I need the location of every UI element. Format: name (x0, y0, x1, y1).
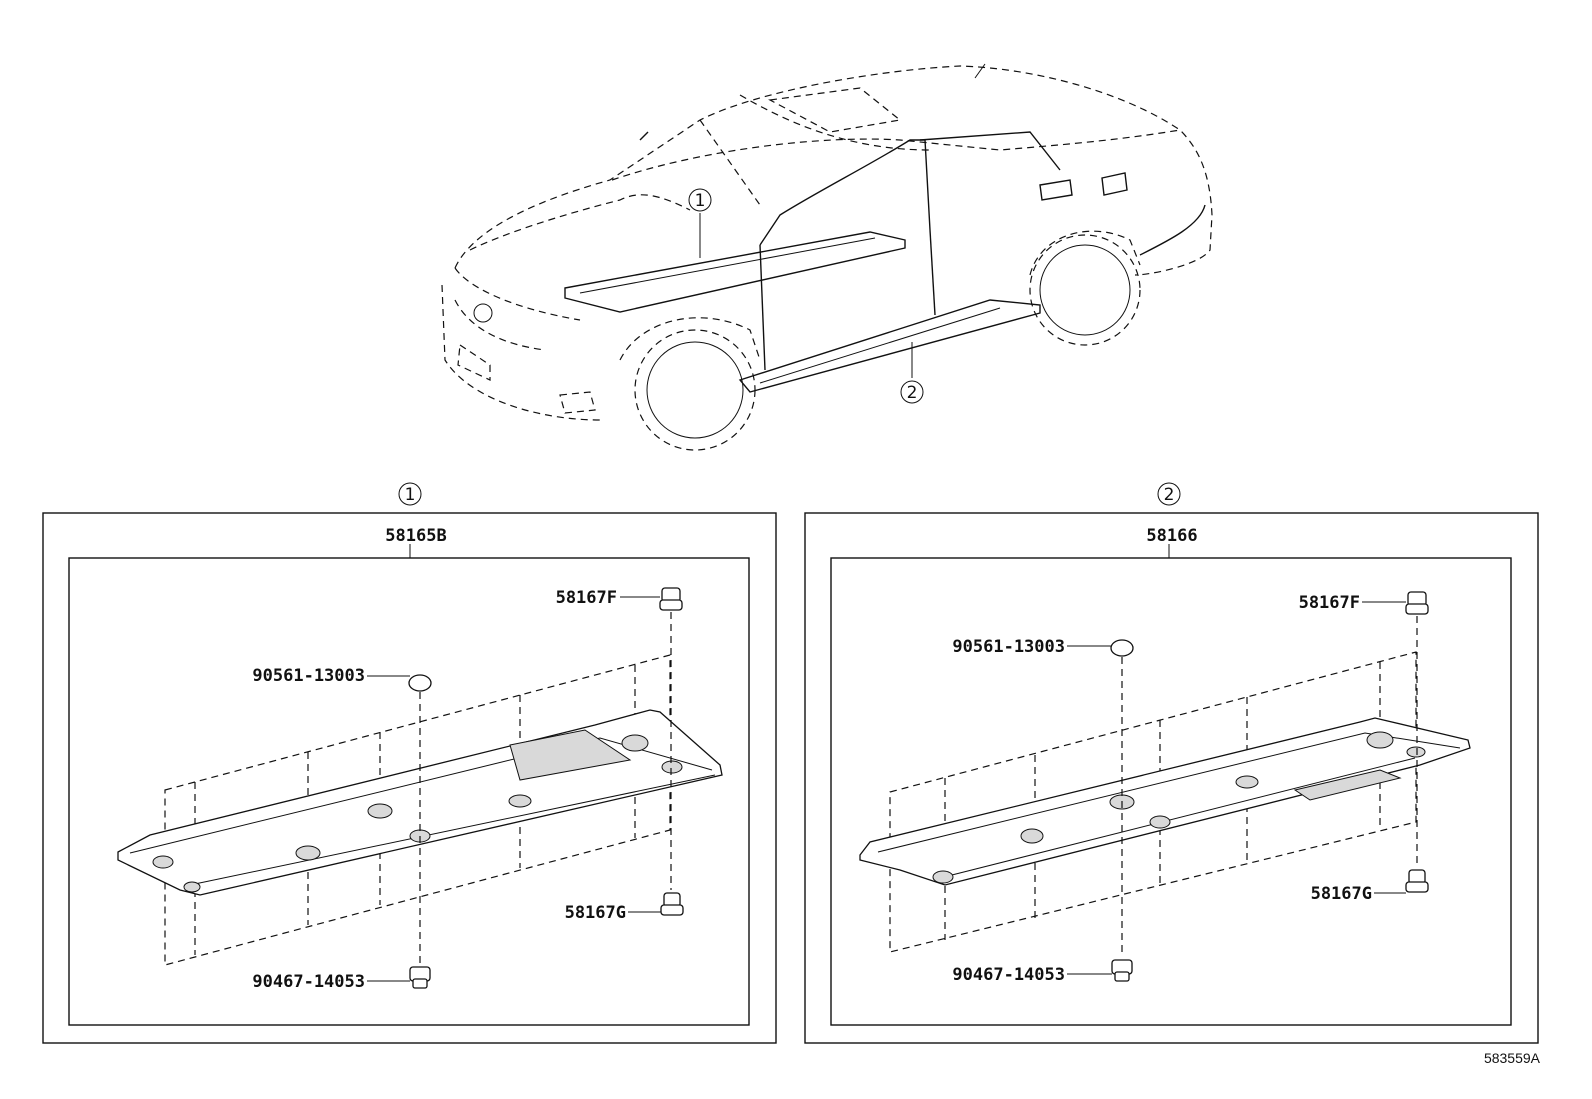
label-58167F-left: 58167F (556, 588, 617, 608)
grommet-90561-left (408, 674, 432, 965)
bolt-90467-left (409, 966, 431, 989)
label-58167G-left: 58167G (565, 903, 626, 923)
callout-2-car: 2 (900, 380, 924, 404)
callout-2-panel: 2 (1157, 482, 1181, 506)
panel-right-inner-frame (830, 557, 1512, 1026)
svg-text:2: 2 (1164, 485, 1175, 505)
vehicle-illustration (441, 63, 1213, 451)
clip-58167F-right (1405, 591, 1429, 866)
label-90561-left: 90561-13003 (252, 666, 365, 686)
label-58166: 58166 (1146, 526, 1197, 546)
label-90561-right: 90561-13003 (952, 637, 1065, 657)
panel-left-outer-frame (42, 512, 777, 1044)
floor-cover-58165B (117, 654, 723, 966)
figure-id: 583559A (1484, 1050, 1541, 1066)
clip-58167G-left (660, 892, 684, 916)
floor-cover-58166 (859, 651, 1471, 953)
bolt-90467-right (1111, 959, 1133, 982)
panel-right-outer-frame (804, 512, 1539, 1044)
panel-left-inner-frame (68, 557, 750, 1026)
label-58167G-right: 58167G (1311, 884, 1372, 904)
svg-text:2: 2 (907, 383, 918, 403)
callout-1-panel: 1 (398, 482, 422, 506)
svg-text:1: 1 (695, 191, 706, 211)
label-90467-right: 90467-14053 (952, 965, 1065, 985)
clip-58167F-left (659, 587, 683, 890)
svg-text:1: 1 (405, 485, 416, 505)
label-90467-left: 90467-14053 (252, 972, 365, 992)
grommet-90561-right (1110, 639, 1134, 957)
callout-1-car: 1 (688, 188, 712, 212)
clip-58167G-right (1405, 869, 1429, 893)
label-58167F-right: 58167F (1299, 593, 1360, 613)
label-58165B: 58165B (385, 526, 446, 546)
